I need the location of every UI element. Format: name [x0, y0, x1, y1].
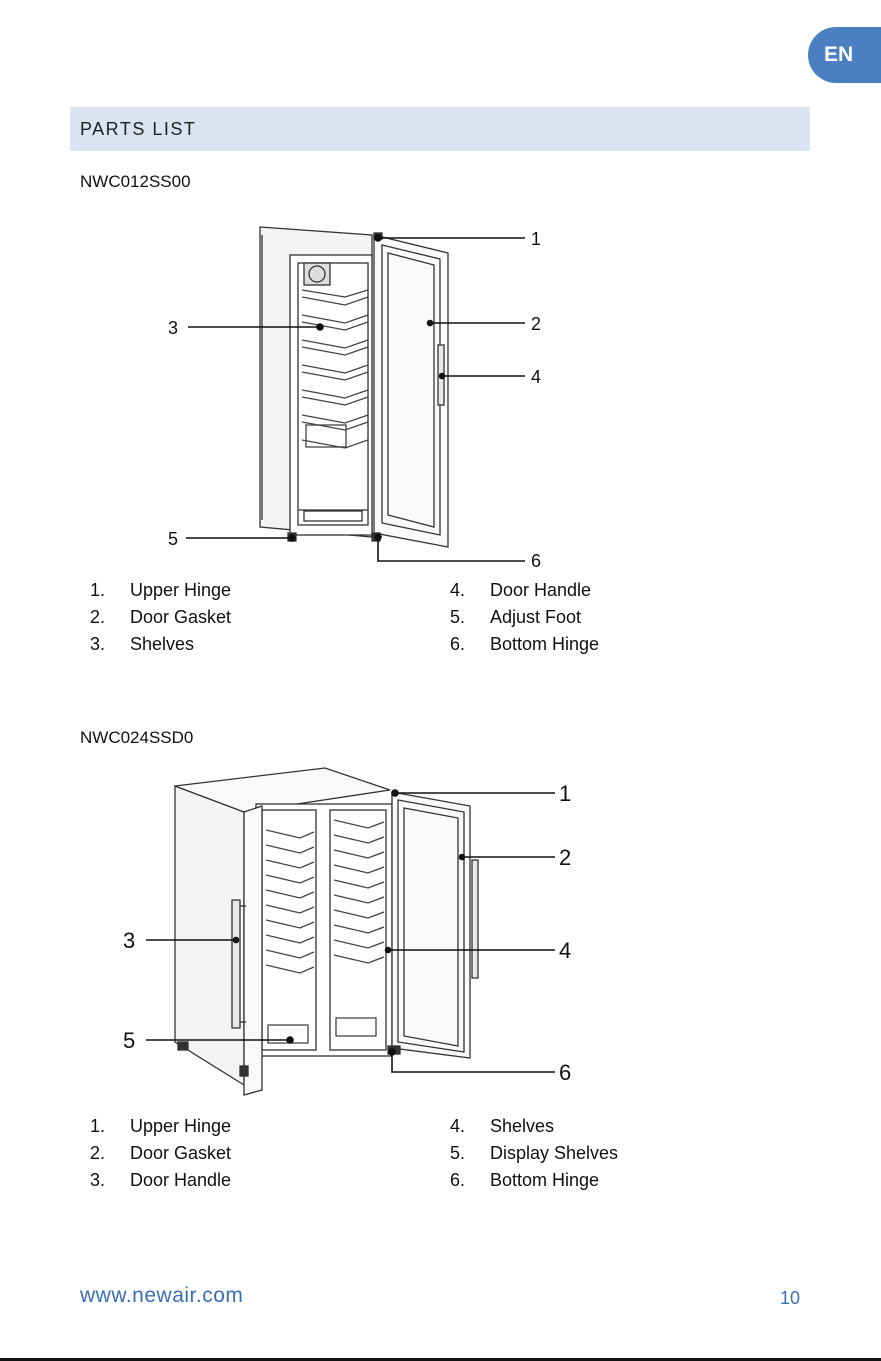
callout-1: 1 [559, 781, 571, 806]
language-tab[interactable]: EN [808, 27, 881, 83]
part-item: 1.Upper Hinge [90, 1116, 231, 1137]
callout-1: 1 [531, 229, 541, 249]
part-item: 4.Door Handle [450, 580, 591, 601]
callout-5: 5 [123, 1028, 135, 1053]
callout-4: 4 [531, 367, 541, 387]
section-title: PARTS LIST [80, 119, 196, 140]
callout-6: 6 [559, 1060, 571, 1085]
section-header: PARTS LIST [70, 107, 810, 151]
wine-cooler-single-door-diagram: 1 2 3 4 5 6 [0, 215, 881, 575]
part-item: 1.Upper Hinge [90, 580, 231, 601]
part-item: 5.Display Shelves [450, 1143, 618, 1164]
part-item: 4.Shelves [450, 1116, 554, 1137]
callout-6: 6 [531, 551, 541, 571]
callout-3: 3 [168, 318, 178, 338]
part-item: 3.Door Handle [90, 1170, 231, 1191]
callout-2: 2 [559, 845, 571, 870]
model-title-2: NWC024SSD0 [80, 728, 193, 748]
part-item: 2.Door Gasket [90, 607, 231, 628]
model-title-1: NWC012SS00 [80, 172, 191, 192]
part-item: 5.Adjust Foot [450, 607, 581, 628]
footer-website-link[interactable]: www.newair.com [80, 1284, 243, 1308]
callout-5: 5 [168, 529, 178, 549]
part-item: 3.Shelves [90, 634, 194, 655]
wine-cooler-dual-door-diagram: 1 2 3 4 5 6 [0, 760, 881, 1100]
callout-2: 2 [531, 314, 541, 334]
callout-4: 4 [559, 938, 571, 963]
page-number: 10 [780, 1288, 800, 1309]
part-item: 2.Door Gasket [90, 1143, 231, 1164]
part-item: 6.Bottom Hinge [450, 634, 599, 655]
part-item: 6.Bottom Hinge [450, 1170, 599, 1191]
callout-3: 3 [123, 928, 135, 953]
